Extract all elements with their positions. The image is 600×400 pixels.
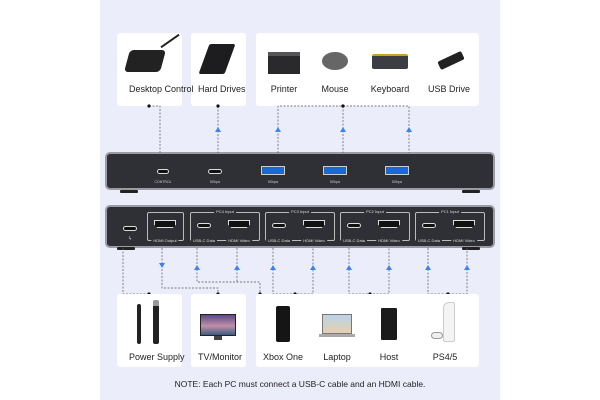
kvm-front-panel: CONTROL 5Gbps 5Gbps 5Gbps 5Gbps xyxy=(105,152,495,190)
pc4-usb-c-port[interactable] xyxy=(197,223,211,228)
input-title: PC2 Input xyxy=(364,209,386,214)
port-label: HDMI Output xyxy=(151,238,179,243)
port-label: 5Gbps xyxy=(267,180,279,184)
hdmi-output-port[interactable] xyxy=(154,220,176,228)
port-label: HDMI Video xyxy=(301,238,327,243)
input-title: PC4 Input xyxy=(214,209,236,214)
laptop-icon xyxy=(322,314,352,334)
pc4-hdmi-port[interactable] xyxy=(228,220,250,228)
usb-cable-icon xyxy=(153,300,159,344)
pc1-usb-c-port[interactable] xyxy=(422,223,436,228)
pc1-hdmi-port[interactable] xyxy=(453,220,475,228)
pc2-hdmi-port[interactable] xyxy=(378,220,400,228)
port-label: USB-C Data xyxy=(190,238,218,243)
device-label: Xbox One xyxy=(263,352,304,362)
port-label: HDMI Video xyxy=(226,238,252,243)
input-title: PC3 Input xyxy=(289,209,311,214)
device-label: TV/Monitor xyxy=(198,352,243,362)
device-label: Desktop Control xyxy=(129,84,194,94)
usb-a-port[interactable] xyxy=(261,166,285,175)
port-label: USB-C Data xyxy=(415,238,443,243)
device-label: Mouse xyxy=(321,84,349,94)
pc-tower-icon xyxy=(381,308,397,340)
xbox-icon xyxy=(276,306,290,342)
foot xyxy=(120,190,138,193)
playstation-icon xyxy=(443,302,455,342)
device-label: Printer xyxy=(270,84,298,94)
foot xyxy=(117,247,135,250)
printer-icon xyxy=(268,52,300,74)
port-label: USB-C Data xyxy=(265,238,293,243)
device-label: Host xyxy=(379,352,399,362)
pc2-usb-c-port[interactable] xyxy=(347,223,361,228)
device-label: Hard Drives xyxy=(198,84,246,94)
mouse-icon xyxy=(322,52,348,70)
monitor-stand-icon xyxy=(214,336,222,340)
device-label: Laptop xyxy=(323,352,351,362)
keyboard-icon xyxy=(372,54,408,69)
device-label: USB Drive xyxy=(428,84,471,94)
card-power-supply xyxy=(117,294,182,367)
device-label: Power Supply xyxy=(129,352,185,362)
port-label: 5Gbps xyxy=(329,180,341,184)
usb-a-port[interactable] xyxy=(385,166,409,175)
usb-c-port[interactable] xyxy=(208,169,222,174)
port-label: HDMI Video xyxy=(376,238,402,243)
foot xyxy=(462,190,480,193)
card-computers xyxy=(256,294,479,367)
pc3-usb-c-port[interactable] xyxy=(272,223,286,228)
port-label: CONTROL xyxy=(154,180,172,184)
laptop-base-icon xyxy=(319,334,355,337)
power-symbol: ϟ xyxy=(128,236,132,242)
input-title: PC1 Input xyxy=(439,209,461,214)
port-label: 5Gbps xyxy=(391,180,403,184)
usb-a-port[interactable] xyxy=(323,166,347,175)
port-label: 5Gbps xyxy=(209,180,221,184)
note-text: NOTE: Each PC must connect a USB-C cable… xyxy=(174,379,426,389)
control-port[interactable] xyxy=(157,169,169,174)
usb-cable-icon xyxy=(137,304,141,344)
pc3-hdmi-port[interactable] xyxy=(303,220,325,228)
power-port[interactable] xyxy=(123,226,137,231)
monitor-icon xyxy=(200,314,236,336)
kvm-rear-panel: ϟ HDMI Output PC4 Input USB-C Data HDMI … xyxy=(105,205,495,248)
device-label: Keyboard xyxy=(370,84,410,94)
controller-icon xyxy=(431,332,443,339)
foot xyxy=(462,247,480,250)
port-label: HDMI Video xyxy=(451,238,477,243)
port-label: USB-C Data xyxy=(340,238,368,243)
device-label: PS4/5 xyxy=(432,352,458,362)
